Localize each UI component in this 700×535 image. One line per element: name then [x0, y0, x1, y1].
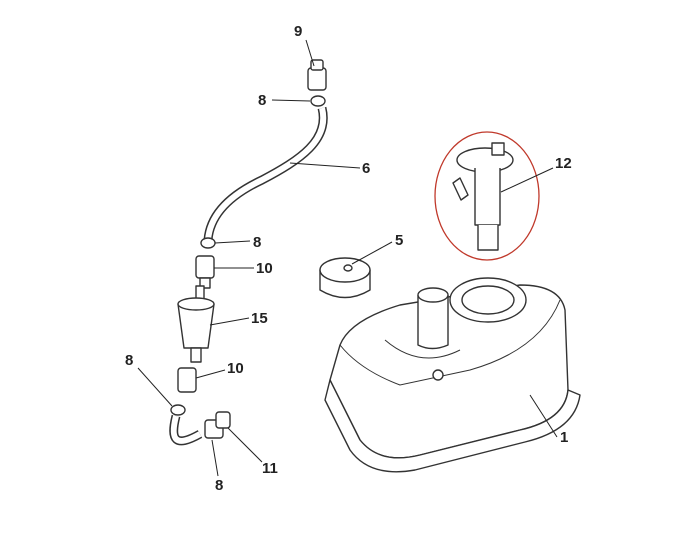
- fuel-pump: [434, 131, 540, 261]
- callout-10-lower: 10: [227, 360, 244, 377]
- clamp: [200, 237, 216, 249]
- callout-15: 15: [251, 310, 268, 327]
- callout-9: 9: [294, 23, 302, 40]
- callout-12: 12: [555, 155, 572, 172]
- connector-10-upper: [195, 255, 215, 289]
- callout-8-top: 8: [258, 92, 266, 109]
- highlight-circle: [434, 131, 540, 261]
- fuel-tank: [324, 277, 581, 473]
- callout-1: 1: [560, 429, 568, 446]
- callout-11: 11: [262, 460, 278, 477]
- elbow-connector-11: [204, 411, 231, 439]
- callout-5: 5: [395, 232, 403, 249]
- callout-8-left: 8: [125, 352, 133, 369]
- callout-8-bottom: 8: [215, 477, 223, 494]
- callout-8-upper: 8: [253, 234, 261, 251]
- fuel-cap: [319, 257, 371, 299]
- connector-10-lower: [177, 367, 197, 393]
- clamp: [170, 404, 186, 416]
- leader-lines: [137, 39, 558, 477]
- fuel-filter: [177, 285, 215, 363]
- hose-connector-9: [307, 59, 327, 107]
- callout-6: 6: [362, 160, 370, 177]
- callout-10-upper: 10: [256, 260, 273, 277]
- fuel-hose: [203, 106, 328, 241]
